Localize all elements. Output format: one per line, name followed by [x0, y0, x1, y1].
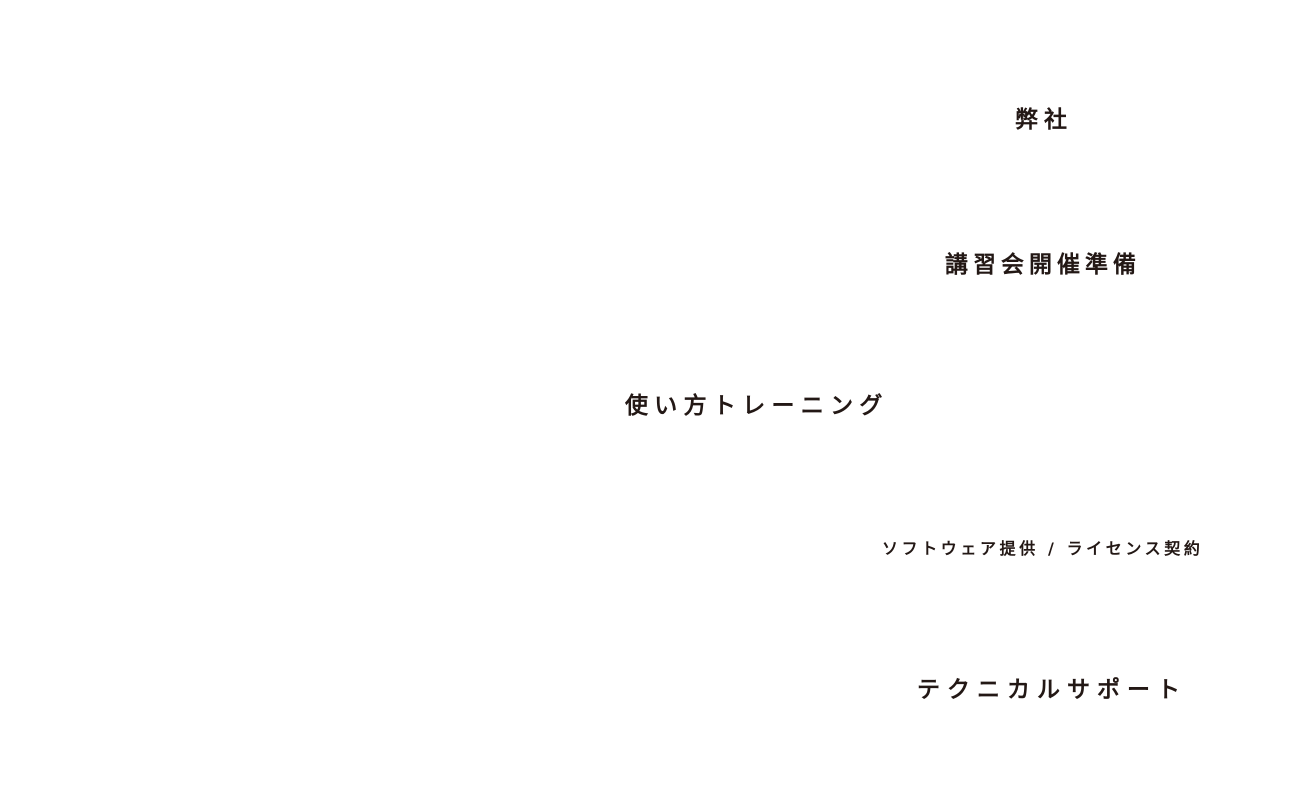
- seminar-preparation-label: 講習会開催準備: [945, 252, 1141, 278]
- software-license-label: ソフトウェア提供 / ライセンス契約: [882, 539, 1204, 558]
- usage-training-label: 使い方トレーニング: [625, 393, 889, 419]
- company-label: 弊社: [1015, 107, 1073, 133]
- technical-support-label: テクニカルサポート: [917, 677, 1187, 703]
